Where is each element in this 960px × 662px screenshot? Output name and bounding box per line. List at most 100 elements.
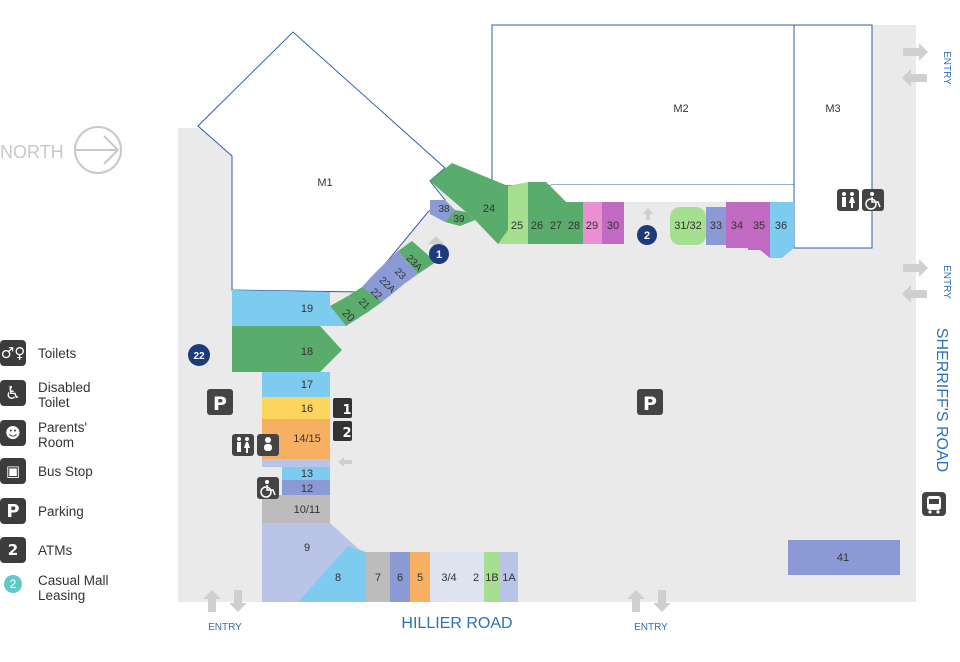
shop-label-19: 19	[301, 303, 313, 315]
atm-1-label: 1	[342, 403, 351, 418]
disabled-toilet-icon[interactable]	[862, 189, 884, 211]
shop-22a[interactable]	[372, 264, 404, 294]
shop-label-16: 16	[301, 403, 313, 415]
atm-2-icon[interactable]: 2	[333, 421, 352, 441]
shop-label-33: 33	[710, 220, 722, 232]
shop-24[interactable]	[430, 163, 508, 244]
shop-label-41: 41	[837, 552, 849, 564]
small-arrow-icon	[428, 236, 444, 250]
anchor-m3[interactable]	[793, 24, 873, 249]
shop-label-12: 12	[301, 483, 313, 495]
shop-label-29: 29	[586, 220, 598, 232]
shop-label-31-32: 31/32	[674, 220, 702, 232]
legend-bus: ▣ Bus Stop	[0, 458, 93, 484]
shop-21[interactable]	[348, 287, 382, 312]
shop-1a[interactable]	[500, 552, 518, 602]
shop-25[interactable]	[498, 182, 528, 244]
shop-31-32[interactable]	[670, 207, 706, 245]
shop-17[interactable]	[262, 372, 330, 397]
toilets-icon[interactable]	[232, 434, 254, 456]
leasing-marker-icon: 2	[4, 575, 22, 593]
parking-sign-west-label: P	[213, 393, 227, 415]
entry-label-s: ENTRY	[634, 622, 668, 633]
shop-9[interactable]	[262, 523, 362, 602]
shop-10-11[interactable]	[262, 495, 330, 523]
anchor-label-m2: M2	[673, 103, 688, 115]
bus-icon: ▣	[0, 458, 26, 484]
shop-7[interactable]	[366, 552, 390, 602]
shop-41[interactable]	[788, 540, 900, 575]
shop-26[interactable]	[528, 182, 546, 244]
atm-2-label: 2	[342, 426, 351, 441]
shop-27[interactable]	[546, 182, 566, 244]
anchor-label-m3: M3	[825, 103, 840, 115]
shop-29[interactable]	[583, 202, 602, 244]
shop-6[interactable]	[390, 552, 410, 602]
legend-disabled-label: Disabled Toilet	[38, 380, 91, 410]
shop-33[interactable]	[706, 207, 726, 245]
shop-38[interactable]	[430, 200, 455, 222]
anchor-m2-lower	[492, 182, 795, 202]
legend-toilets-label: Toilets	[38, 346, 77, 361]
parking-icon: P	[0, 498, 26, 524]
atm-1-icon[interactable]: 1	[333, 398, 352, 418]
parking-sign-centre[interactable]	[637, 389, 663, 415]
parking-sign-west[interactable]	[207, 389, 233, 415]
anchor-m2[interactable]	[491, 24, 795, 186]
toilets-icon[interactable]	[837, 189, 859, 211]
shop-label-38: 38	[438, 204, 450, 215]
shop-label-5: 5	[417, 572, 423, 584]
atm-icon: 2	[0, 537, 26, 563]
shop-3-4[interactable]	[430, 552, 468, 602]
shop-18[interactable]	[232, 326, 342, 372]
shop-label-34: 34	[731, 220, 743, 232]
shop-label-1b: 1B	[485, 572, 498, 584]
shop-5[interactable]	[410, 552, 430, 602]
compass: NORTH	[0, 126, 122, 174]
anchor-label-m1: M1	[317, 177, 332, 189]
legend-parents-label: Parents' Room	[38, 420, 88, 450]
shop-8[interactable]	[298, 546, 366, 602]
shop-label-10-11: 10/11	[294, 504, 321, 516]
shop-label-2: 2	[473, 572, 479, 584]
shop-19[interactable]	[232, 290, 346, 326]
marker-2[interactable]	[637, 225, 657, 245]
entry-arrows-icon	[203, 43, 928, 612]
disabled-toilet-icon[interactable]	[257, 477, 279, 499]
parking-sign-centre-label: P	[643, 393, 657, 415]
marker-22[interactable]	[188, 344, 210, 366]
shop-20[interactable]	[330, 296, 368, 326]
legend-leasing-label: Casual Mall Leasing	[38, 573, 109, 603]
baby-icon: ☻	[0, 420, 26, 446]
road-sherriffs: SHERRIFF'S ROAD	[933, 328, 950, 472]
shop-34[interactable]	[726, 202, 748, 248]
shop-1b[interactable]	[484, 552, 500, 602]
shop-23a[interactable]	[398, 241, 436, 274]
shop-36[interactable]	[770, 202, 794, 258]
legend-atms: 2 ATMs	[0, 537, 72, 563]
wheelchair-icon: ♿	[0, 380, 26, 406]
entry-label-e: ENTRY	[941, 265, 952, 299]
shop-13[interactable]	[282, 467, 330, 480]
shop-35[interactable]	[748, 202, 770, 258]
shop-28[interactable]	[566, 202, 583, 244]
shop-label-26: 26	[531, 220, 543, 232]
shop-23[interactable]	[384, 251, 418, 284]
shop-label-6: 6	[397, 572, 403, 584]
shop-39[interactable]	[445, 210, 475, 226]
shop-16[interactable]	[262, 397, 330, 419]
shop-12[interactable]	[282, 480, 330, 495]
parents-room-icon[interactable]	[257, 434, 279, 456]
bus-stop-icon[interactable]	[922, 492, 946, 516]
compass-arrow-icon	[75, 135, 120, 165]
marker-2-label: 2	[644, 230, 650, 242]
small-arrow-icon	[338, 457, 352, 467]
corridor-strip	[262, 459, 330, 467]
shop-label-36: 36	[775, 220, 787, 232]
shop-2[interactable]	[468, 552, 484, 602]
shop-22[interactable]	[362, 276, 392, 302]
shop-30[interactable]	[602, 202, 624, 244]
legend-atms-label: ATMs	[38, 543, 73, 558]
marker-1[interactable]	[429, 244, 449, 264]
